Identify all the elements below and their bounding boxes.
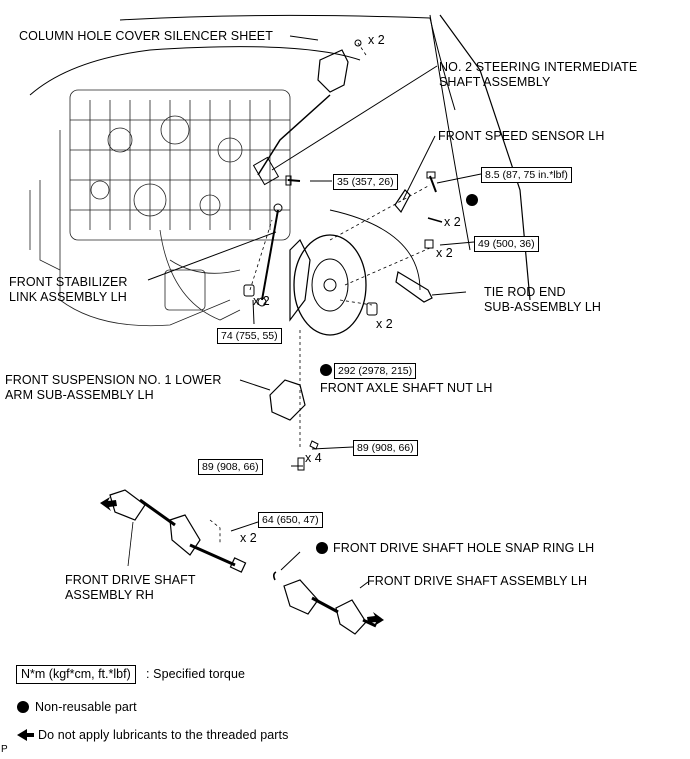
legend-nonreusable-text: Non-reusable part: [35, 700, 137, 714]
torque-tie-rod-nut: 49 (500, 36): [474, 236, 539, 252]
label-steering-shaft-line1: NO. 2 STEERING INTERMEDIATE: [439, 60, 638, 74]
qty-axle-nut: x 2: [376, 317, 393, 331]
label-drive-shaft-rh-line2: ASSEMBLY RH: [65, 588, 154, 602]
label-drive-shaft-rh-line1: FRONT DRIVE SHAFT: [65, 573, 196, 587]
hood-edge: [29, 46, 361, 96]
label-stabilizer-link-line2: LINK ASSEMBLY LH: [9, 290, 127, 304]
legend-no-lube-arrow: [17, 729, 34, 741]
label-steering-shaft-line2: SHAFT ASSEMBLY: [439, 75, 551, 89]
legend-torque-box: N*m (kgf*cm, ft.*lbf): [16, 665, 136, 684]
brake-disc: [293, 234, 367, 336]
column-hole-cover: [317, 49, 349, 93]
nonreusable-dot-snap-ring: [316, 542, 328, 554]
legend-no-lube-text: Do not apply lubricants to the threaded …: [38, 728, 289, 742]
legend-torque-text: : Specified torque: [146, 667, 246, 681]
label-speed-sensor: FRONT SPEED SENSOR LH: [438, 129, 605, 143]
label-drive-shaft-lh: FRONT DRIVE SHAFT ASSEMBLY LH: [367, 574, 588, 588]
qty-stabilizer-nut: x 2: [253, 294, 270, 308]
qty-cotter-pin: x 2: [444, 215, 461, 229]
brake-caliper: [289, 238, 311, 322]
qty-lower-arm-nut: x 4: [305, 451, 322, 465]
torque-lower-arm-bolt: 89 (908, 66): [198, 459, 263, 475]
label-column-hole-cover: COLUMN HOLE COVER SILENCER SHEET: [19, 29, 273, 43]
steering-shaft: [257, 94, 331, 176]
lower-arm: [269, 379, 306, 421]
label-snap-ring: FRONT DRIVE SHAFT HOLE SNAP RING LH: [333, 541, 595, 555]
nonreusable-dot-axle-nut: [320, 364, 332, 376]
speed-sensor: [394, 189, 411, 214]
corner-mark: P: [1, 744, 8, 755]
legend-nonreusable-dot: [17, 701, 29, 713]
label-stabilizer-link-line1: FRONT STABILIZER: [9, 275, 128, 289]
drive-shaft-rh: [109, 489, 247, 573]
torque-shaft-bolt: 64 (650, 47): [258, 512, 323, 528]
torque-stabilizer-nut: 74 (755, 55): [217, 328, 282, 344]
qty-shaft-bolt: x 2: [240, 531, 257, 545]
label-tie-rod-line2: SUB-ASSEMBLY LH: [484, 300, 602, 314]
tie-rod-end: [395, 271, 433, 303]
no-lube-arrow-lh: [367, 612, 384, 626]
label-lower-arm-line1: FRONT SUSPENSION NO. 1 LOWER: [5, 373, 222, 387]
no-lube-arrow-rh: [100, 497, 117, 511]
torque-steering-bolt: 35 (357, 26): [333, 174, 398, 190]
qty-cover-clip: x 2: [368, 33, 385, 47]
nonreusable-dot-cotter-pin: [466, 194, 478, 206]
snap-ring: [272, 571, 277, 581]
engine-block: [29, 89, 291, 327]
drive-shaft-lh: [283, 579, 377, 635]
label-tie-rod-line1: TIE ROD END: [484, 285, 566, 299]
hood-outline: [119, 14, 456, 111]
stabilizer-link: [261, 209, 279, 301]
torque-speed-sensor-bolt: 8.5 (87, 75 in.*lbf): [481, 167, 572, 183]
label-axle-nut: FRONT AXLE SHAFT NUT LH: [320, 381, 493, 395]
torque-lower-arm-nut: 89 (908, 66): [353, 440, 418, 456]
label-lower-arm-line2: ARM SUB-ASSEMBLY LH: [5, 388, 154, 402]
torque-axle-nut: 292 (2978, 215): [334, 363, 417, 379]
qty-tie-rod-nut: x 2: [436, 246, 453, 260]
